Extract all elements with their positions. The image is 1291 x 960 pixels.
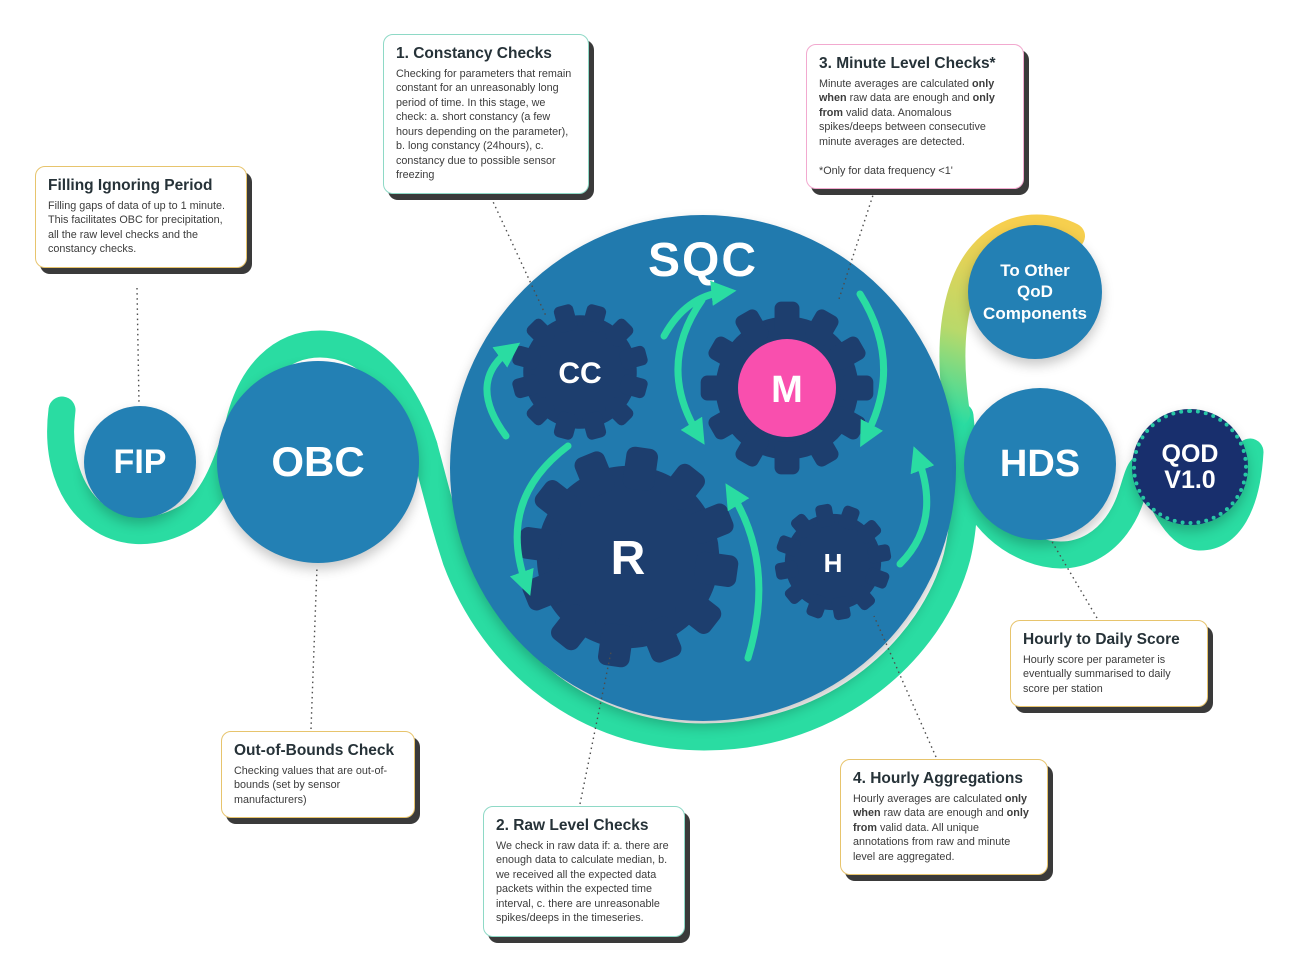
- callout-body: Minute averages are calculated only when…: [819, 78, 995, 177]
- node-hds-circle: HDS: [964, 388, 1116, 540]
- callout-title: 2. Raw Level Checks: [496, 817, 649, 834]
- callout-title: 4. Hourly Aggregations: [853, 770, 1023, 787]
- callout-body: Hourly score per parameter is eventually…: [1023, 654, 1171, 695]
- connector-daily: [1050, 539, 1098, 619]
- callout-title: Filling Ignoring Period: [48, 177, 213, 194]
- callout-body: Hourly averages are calculated only when…: [853, 793, 1029, 863]
- node-sqc-circle: SQC: [450, 215, 956, 721]
- connector-fip: [136, 287, 140, 405]
- node-sqc-label: SQC: [647, 234, 758, 287]
- callout-raw-level-checks: 2. Raw Level Checks We check in raw data…: [483, 806, 685, 937]
- callout-body: Checking values that are out-of-bounds (…: [234, 765, 388, 806]
- callout-body: Filling gaps of data of up to 1 minute. …: [48, 200, 226, 256]
- callout-body: Checking for parameters that remain cons…: [396, 68, 572, 182]
- node-qod-v1-circle: QOD V1.0: [1132, 409, 1248, 525]
- node-fip-circle: FIP: [84, 406, 196, 518]
- callout-title: Out-of-Bounds Check: [234, 742, 395, 759]
- node-hds-label: HDS: [999, 442, 1081, 485]
- callout-body: We check in raw data if: a. there are en…: [496, 840, 669, 925]
- callout-hourly-to-daily-score: Hourly to Daily Score Hourly score per p…: [1010, 620, 1208, 708]
- callout-title: 1. Constancy Checks: [396, 45, 552, 62]
- connector-oob: [310, 566, 318, 730]
- callout-title: Hourly to Daily Score: [1023, 631, 1180, 648]
- callout-hourly-aggregations: 4. Hourly Aggregations Hourly averages a…: [840, 759, 1048, 876]
- callout-filling-ignoring-period: Filling Ignoring Period Filling gaps of …: [35, 166, 247, 268]
- callout-title: 3. Minute Level Checks*: [819, 55, 996, 72]
- node-obc-circle: OBC: [217, 361, 419, 563]
- callout-out-of-bounds-check: Out-of-Bounds Check Checking values that…: [221, 731, 415, 819]
- node-qod-v1-label: QOD V1.0: [1161, 439, 1219, 494]
- node-to-other-qod-components-label: To Other QoD Components: [983, 261, 1087, 323]
- callout-constancy-checks: 1. Constancy Checks Checking for paramet…: [383, 34, 589, 194]
- node-obc-label: OBC: [271, 438, 365, 485]
- node-to-other-qod-components-circle: To Other QoD Components: [968, 225, 1102, 359]
- node-fip-label: FIP: [113, 442, 167, 481]
- callout-minute-level-checks: 3. Minute Level Checks* Minute averages …: [806, 44, 1024, 190]
